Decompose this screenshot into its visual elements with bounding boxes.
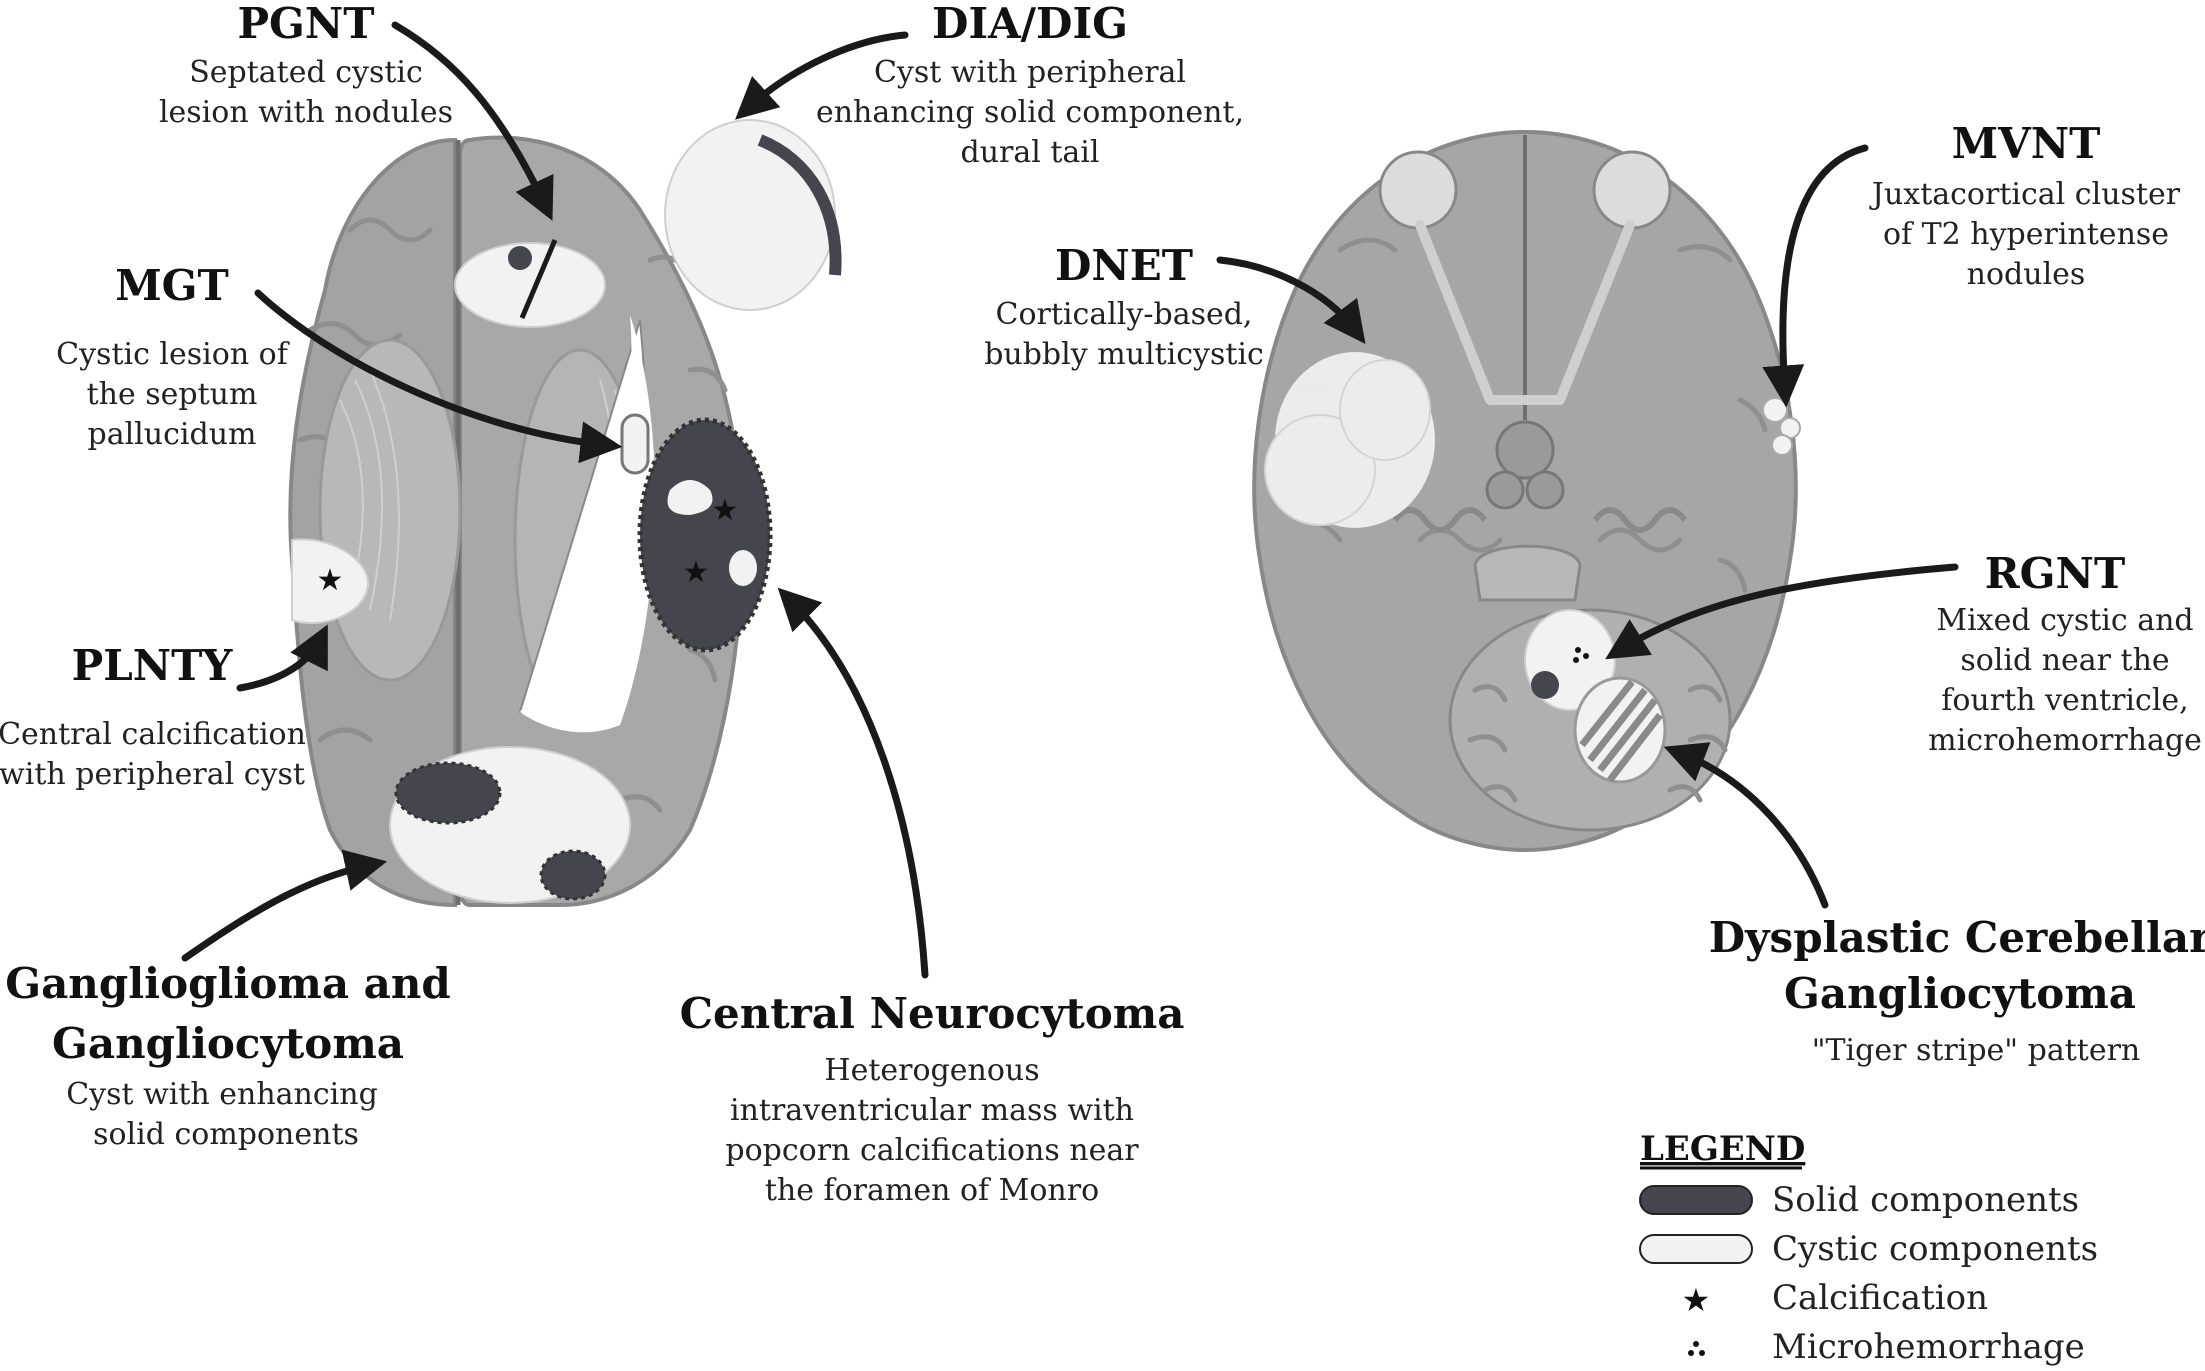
label-pgnt-line: Septated cystic	[189, 55, 423, 90]
lesion-plnty: ★	[291, 538, 370, 625]
solid-swatch-icon	[1639, 1185, 1753, 1215]
label-central-neurocytoma-title: Central Neurocytoma	[680, 989, 1185, 1038]
lesion-rgnt	[1524, 609, 1616, 711]
arrow-mgt	[254, 289, 623, 464]
label-rgnt-line: Mixed cystic and	[1936, 603, 2193, 638]
label-mvnt-line: nodules	[1967, 257, 2086, 292]
label-mvnt-title: MVNT	[1952, 119, 2101, 168]
arrow-pgnt	[391, 21, 554, 221]
label-rgnt-line: solid near the	[1960, 643, 2169, 678]
legend-item-label: Microhemorrhage	[1772, 1327, 2085, 1367]
label-mgt-line: pallucidum	[88, 417, 257, 452]
label-dcg-title: Gangliocytoma	[1784, 969, 2136, 1018]
label-mvnt-line: Juxtacortical cluster	[1869, 177, 2181, 212]
lesion-ganglioglioma	[389, 746, 631, 904]
label-central-neurocytoma: Central Neurocytoma Heterogenous intrave…	[680, 989, 1185, 1208]
label-mgt: MGT Cystic lesion of the septum pallucid…	[56, 261, 290, 452]
label-dcg: Dysplastic Cerebellar Gangliocytoma "Tig…	[1709, 913, 2205, 1068]
label-ganglioglioma-line: Cyst with enhancing	[66, 1077, 378, 1112]
label-mgt-line: the septum	[87, 377, 258, 412]
label-dcg-line: "Tiger stripe" pattern	[1812, 1033, 2141, 1068]
label-rgnt-title: RGNT	[1985, 549, 2125, 598]
lesion-mgt	[620, 413, 650, 475]
label-dia-line: Cyst with peripheral	[874, 55, 1186, 90]
label-ganglioglioma-line: solid components	[93, 1117, 359, 1152]
label-dia-line: dural tail	[960, 135, 1099, 170]
label-dnet-title: DNET	[1055, 241, 1193, 290]
lesion-dcg	[1573, 676, 1667, 784]
label-dnet: DNET Cortically-based, bubbly multicysti…	[984, 241, 1264, 372]
legend-heading: LEGEND	[1640, 1129, 1805, 1169]
label-central-neurocytoma-line: Heterogenous	[824, 1053, 1039, 1088]
arrow-rgnt	[1605, 563, 1959, 660]
label-dia-title: DIA/DIG	[932, 0, 1128, 48]
label-mvnt: MVNT Juxtacortical cluster of T2 hyperin…	[1869, 119, 2181, 292]
svg-text:★: ★	[683, 555, 710, 590]
star-icon: ★	[1682, 1281, 1711, 1319]
label-plnty-line: with peripheral cyst	[0, 757, 305, 792]
label-dnet-line: bubbly multicystic	[984, 337, 1264, 372]
legend-item-microhemorrhage: Microhemorrhage	[1688, 1327, 2085, 1367]
arrow-dnet	[1216, 256, 1366, 344]
arrow-dia	[735, 31, 909, 120]
legend-item-label: Solid components	[1772, 1180, 2079, 1220]
label-plnty: PLNTY Central calcification with periphe…	[0, 641, 306, 792]
label-pgnt: PGNT Septated cystic lesion with nodules	[159, 0, 453, 130]
label-mgt-title: MGT	[115, 261, 229, 310]
legend: LEGEND Solid components Cystic component…	[1639, 1129, 2098, 1367]
label-rgnt-line: microhemorrhage	[1928, 723, 2202, 758]
label-ganglioglioma-title: Gangliocytoma	[52, 1019, 404, 1068]
dots-icon	[1688, 1341, 1705, 1356]
label-central-neurocytoma-line: the foramen of Monro	[765, 1173, 1099, 1208]
label-mgt-line: Cystic lesion of	[56, 337, 290, 372]
legend-item-label: Cystic components	[1772, 1229, 2098, 1269]
legend-item-label: Calcification	[1772, 1278, 1988, 1318]
label-plnty-line: Central calcification	[0, 717, 306, 752]
arrow-plnty	[236, 624, 328, 692]
lesion-central-neurocytoma: ★ ★	[637, 417, 773, 653]
label-rgnt: RGNT Mixed cystic and solid near the fou…	[1928, 549, 2202, 758]
lesion-dnet	[1264, 352, 1435, 528]
label-ganglioglioma-title: Ganglioglioma and	[5, 959, 451, 1008]
svg-text:★: ★	[317, 563, 344, 598]
arrow-dcg	[1663, 742, 1829, 909]
label-pgnt-line: lesion with nodules	[159, 95, 453, 130]
arrow-mvnt	[1762, 144, 1869, 408]
label-dnet-line: Cortically-based,	[996, 297, 1253, 332]
cystic-swatch-icon	[1639, 1234, 1753, 1264]
legend-item-solid: Solid components	[1639, 1180, 2079, 1220]
label-pgnt-title: PGNT	[237, 0, 374, 48]
lesion-dia	[664, 119, 842, 311]
arrow-ganglioglioma	[181, 849, 388, 962]
legend-item-calcification: ★ Calcification	[1682, 1278, 1988, 1319]
legend-item-cystic: Cystic components	[1639, 1229, 2098, 1269]
label-mvnt-line: of T2 hyperintense	[1883, 217, 2169, 252]
label-central-neurocytoma-line: intraventricular mass with	[730, 1093, 1134, 1128]
label-dia-line: enhancing solid component,	[816, 95, 1244, 130]
label-central-neurocytoma-line: popcorn calcifications near	[725, 1133, 1139, 1168]
label-rgnt-line: fourth ventricle,	[1941, 683, 2188, 718]
label-dia: DIA/DIG Cyst with peripheral enhancing s…	[816, 0, 1244, 170]
label-plnty-title: PLNTY	[72, 641, 234, 690]
arrow-central-neurocytoma	[777, 587, 929, 979]
label-dcg-title: Dysplastic Cerebellar	[1709, 913, 2205, 962]
lesion-pgnt	[454, 239, 606, 328]
label-ganglioglioma: Ganglioglioma and Gangliocytoma Cyst wit…	[5, 959, 451, 1152]
svg-text:★: ★	[712, 493, 739, 528]
